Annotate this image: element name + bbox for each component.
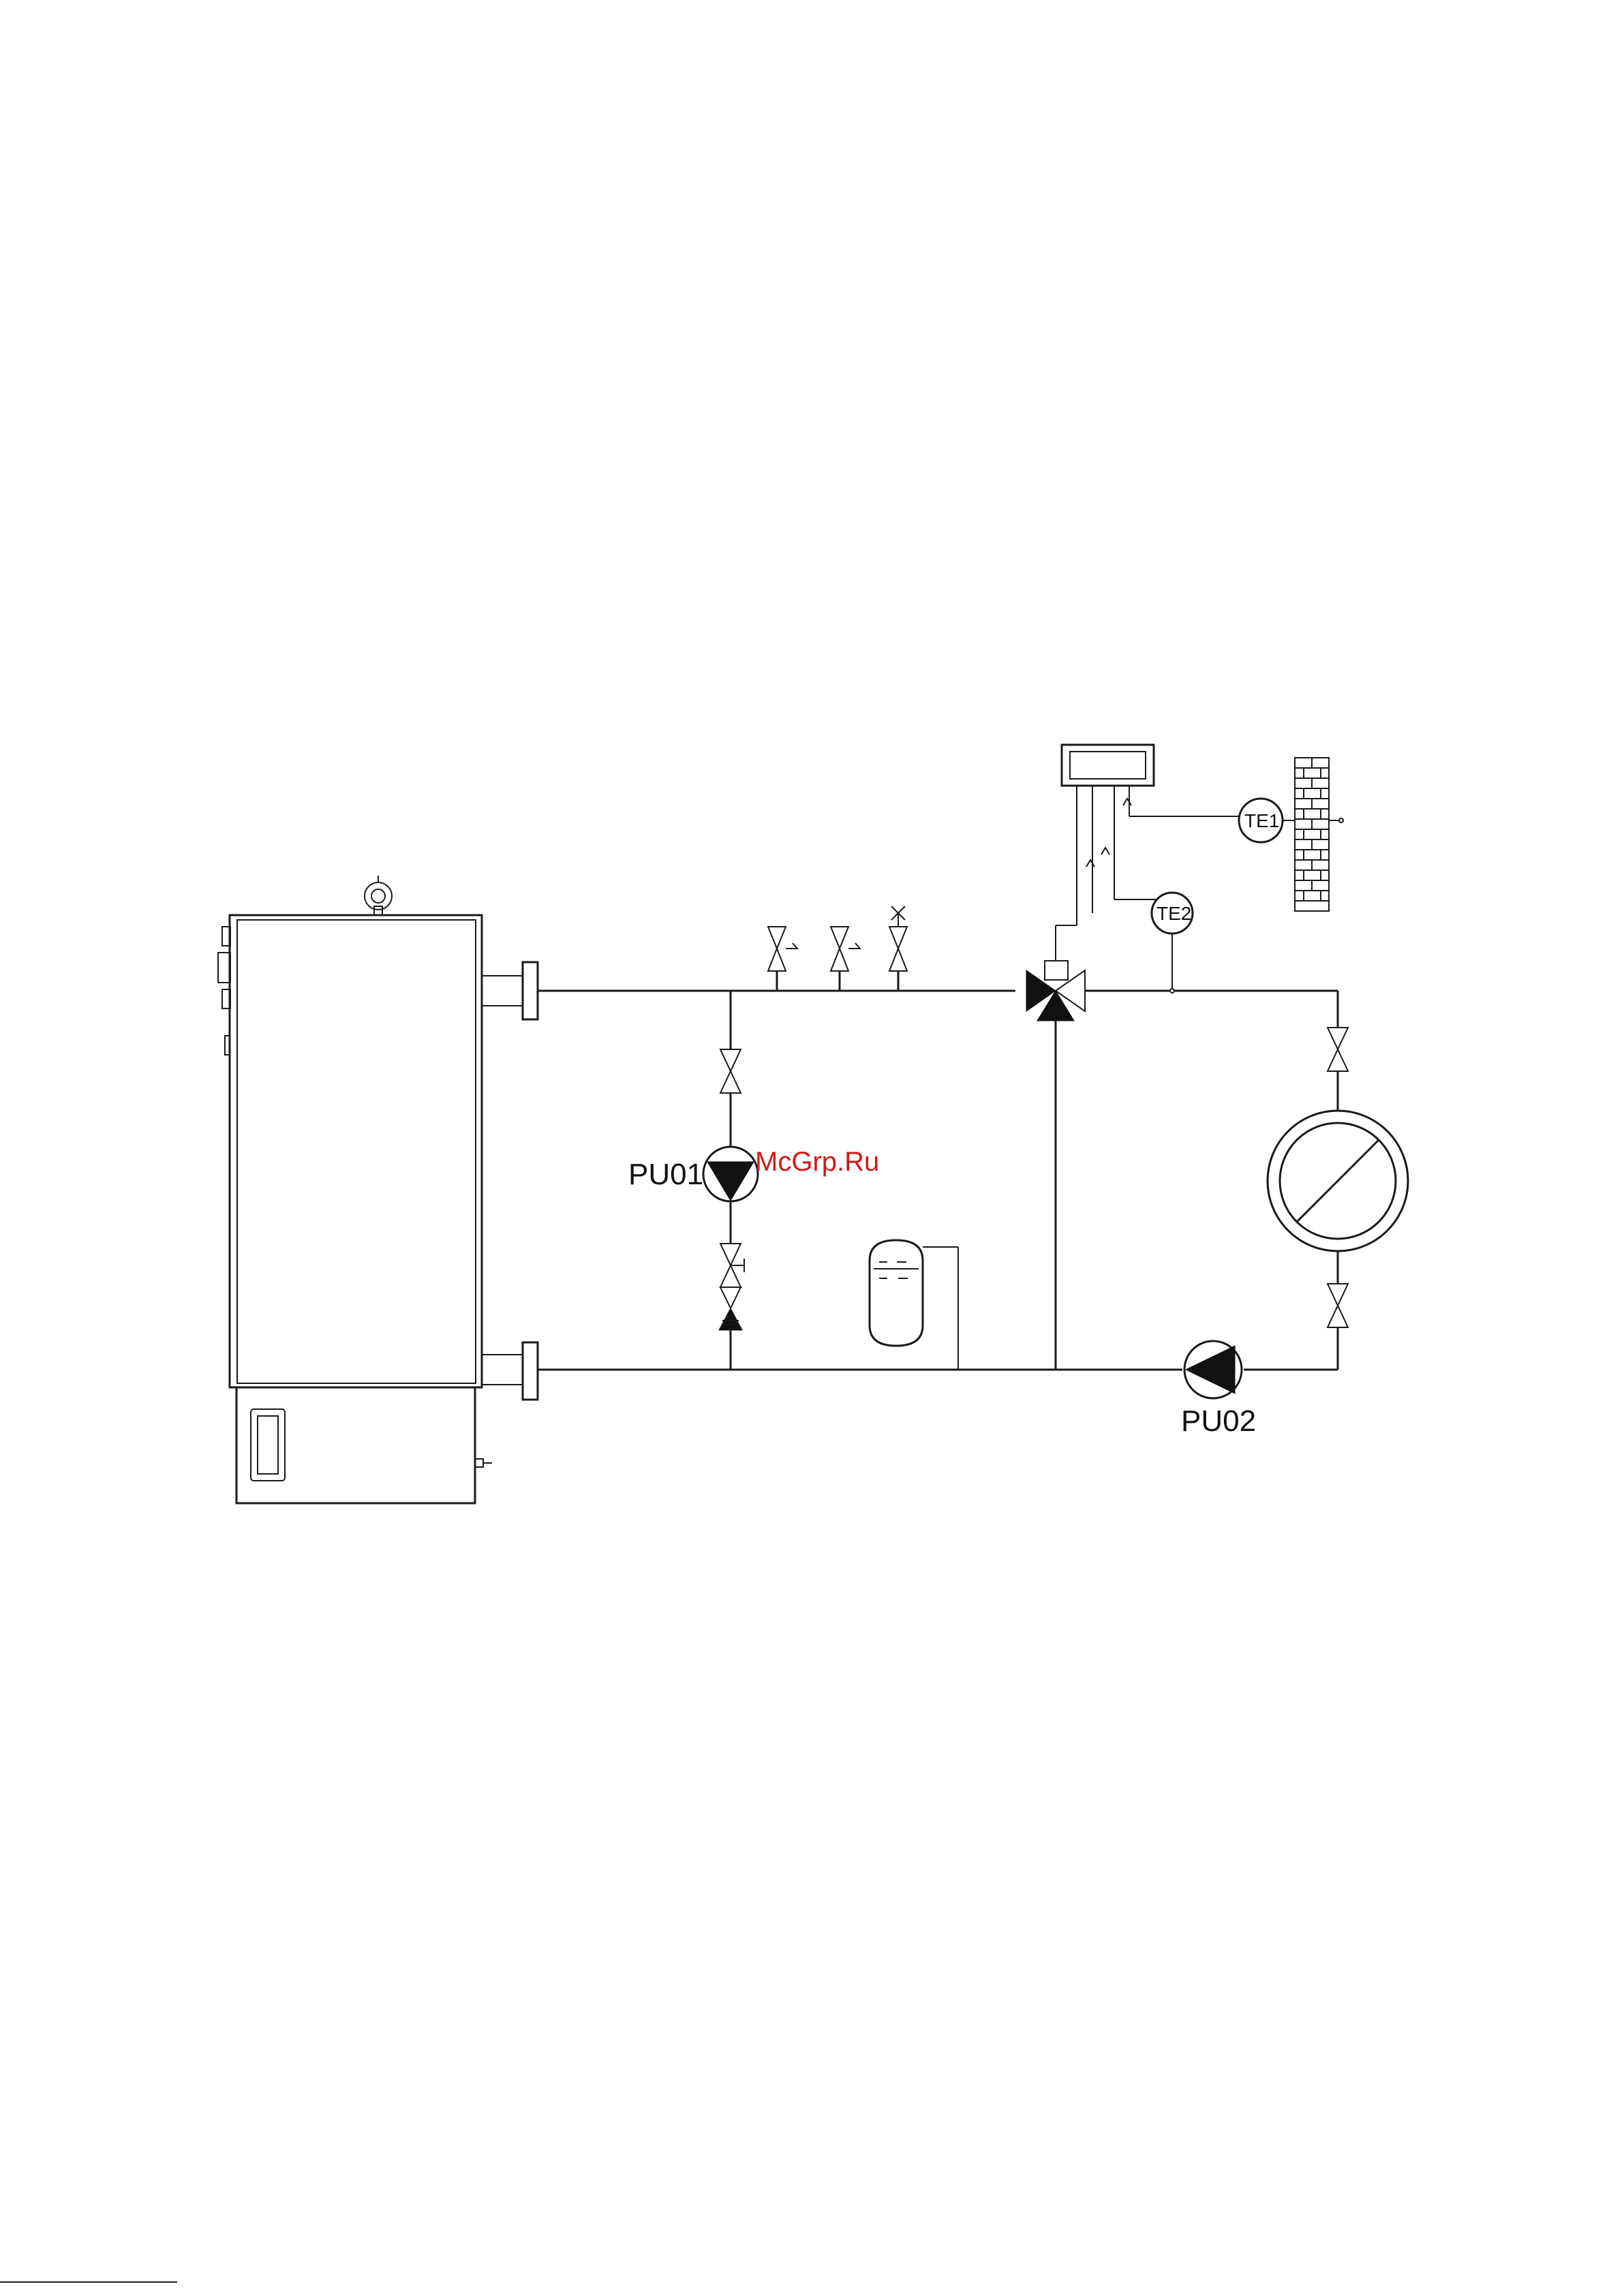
drain-valve-icon <box>768 927 797 971</box>
ball-valve-icon <box>1328 1284 1348 1327</box>
check-valve-icon <box>719 1287 742 1330</box>
drain-valve-icon <box>831 927 860 971</box>
sensor-te1-label: TE1 <box>1244 810 1279 831</box>
ball-valve-icon <box>1328 1028 1348 1071</box>
pump-pu01-icon <box>703 1147 758 1201</box>
primary-loop-branch: PU01 <box>628 991 758 1370</box>
expansion-vessel-icon <box>870 1240 958 1370</box>
heating-circuit <box>1268 1028 1408 1327</box>
pump-pu01-label: PU01 <box>628 1158 703 1191</box>
supply-fittings <box>768 906 907 991</box>
sensor-te2-label: TE2 <box>1156 903 1191 924</box>
footer-rule <box>0 2281 177 2283</box>
air-vent-valve-icon <box>889 906 907 971</box>
pump-pu02-icon <box>1184 1341 1242 1398</box>
safety-valve-icon <box>365 876 392 915</box>
three-way-mixing-valve-icon <box>1026 925 1085 1021</box>
boiler <box>218 876 545 1503</box>
radiator-heat-consumer-icon <box>1268 1111 1408 1251</box>
weather-controller <box>1062 745 1239 925</box>
watermark-text: McGrp.Ru <box>755 1147 879 1177</box>
brick-wall-icon <box>1295 758 1329 911</box>
pump-pu02-label: PU02 <box>1181 1404 1256 1438</box>
flow-sensor-te2: TE2 <box>1152 893 1193 993</box>
supply-pipe <box>538 991 1338 1028</box>
ball-valve-icon <box>720 1049 741 1093</box>
ball-valve-icon <box>720 1244 744 1287</box>
